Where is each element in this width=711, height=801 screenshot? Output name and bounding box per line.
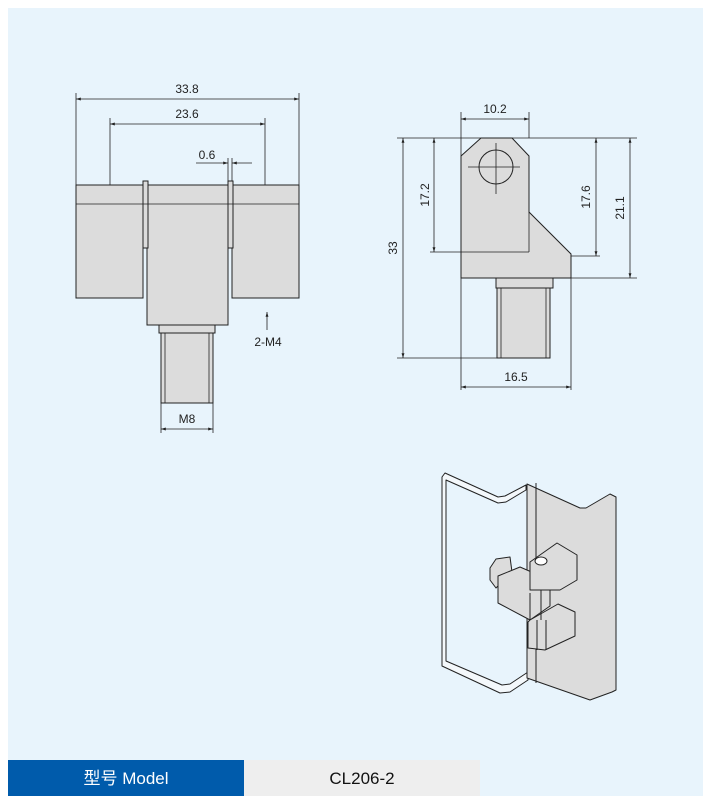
dim-chamfer-height: 17.6	[579, 185, 593, 209]
dim-overall-height: 33	[386, 241, 400, 255]
model-label-cell	[8, 760, 244, 796]
dim-upper-height: 17.2	[418, 183, 432, 207]
label-mounting-thread: 2-M4	[254, 335, 282, 349]
side-view: 10.2 33 17.2 17.6 21.1 16.5	[386, 102, 637, 390]
model-row: 型号 Model CL206-2	[8, 760, 480, 796]
model-value: CL206-2	[329, 769, 394, 788]
dim-overall-width: 33.8	[175, 82, 199, 96]
dim-hole-spacing: 23.6	[175, 107, 199, 121]
model-label: 型号 Model	[83, 769, 168, 788]
dim-base-width: 16.5	[504, 370, 528, 384]
dim-stud-thread: M8	[179, 412, 196, 426]
dim-gap: 0.6	[199, 148, 216, 162]
dim-top-width: 10.2	[483, 102, 507, 116]
front-view: 33.8 23.6 0.6 M8 2-M4	[75, 82, 300, 433]
model-value-cell	[244, 760, 480, 796]
isometric-view	[441, 472, 617, 701]
dim-body-height: 21.1	[613, 196, 627, 220]
